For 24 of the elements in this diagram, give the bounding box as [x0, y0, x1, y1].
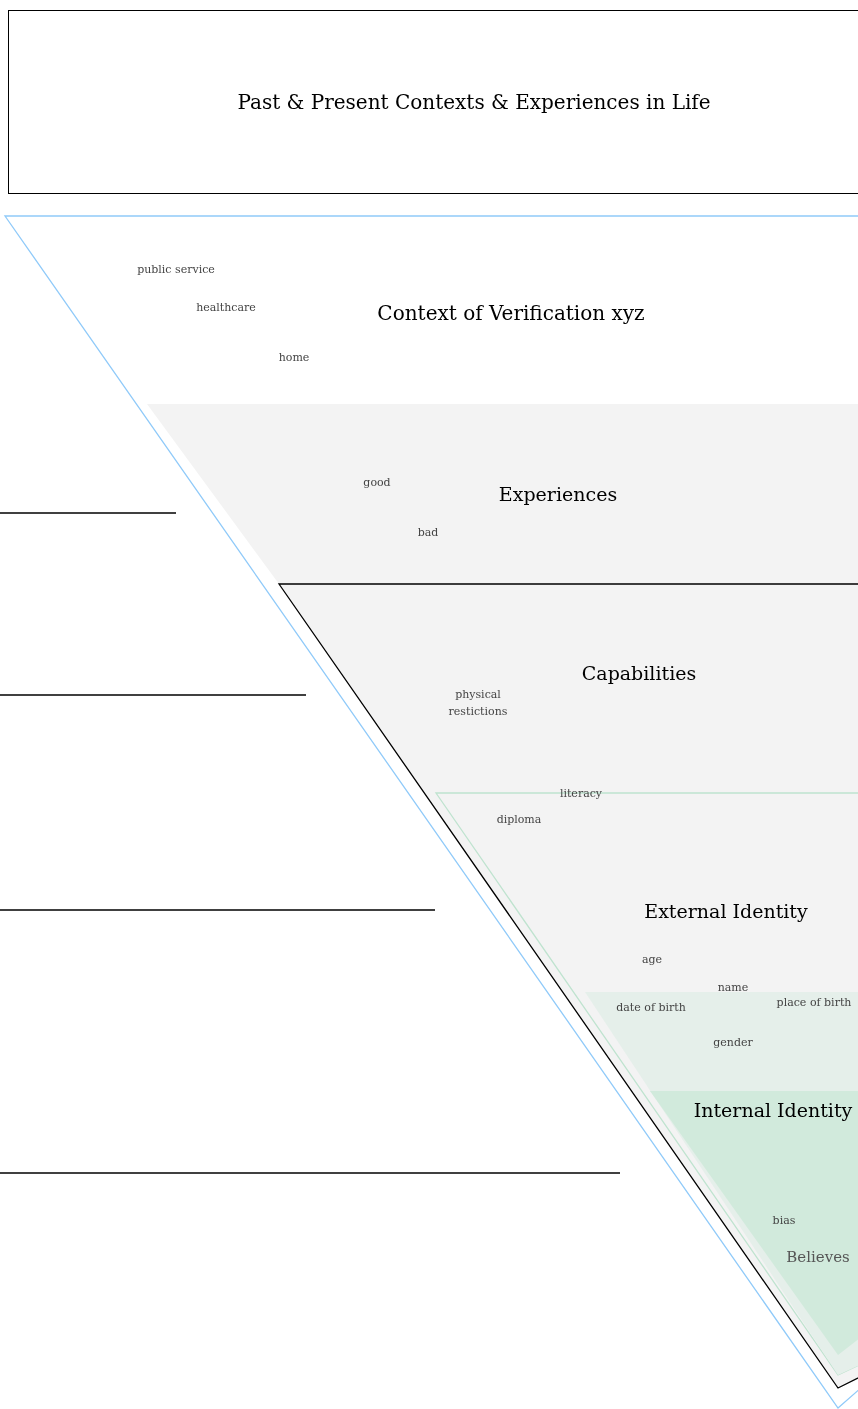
keyword-label: bias	[772, 1212, 796, 1229]
layer-title: Internal Identity	[693, 1097, 853, 1123]
layer-band	[147, 404, 858, 584]
heading-box	[8, 10, 858, 194]
keyword-label: healthcare	[196, 299, 256, 316]
keyword-label: literacy	[559, 785, 603, 802]
layer-title: Past & Present Contexts & Experiences in Life	[237, 89, 711, 116]
keyword-label: public service	[137, 261, 215, 278]
keyword-label: place of birth	[776, 994, 852, 1011]
layer-title: Context of Verification xyz	[377, 300, 645, 327]
keyword-label: good	[363, 474, 391, 491]
keyword-label: name	[717, 979, 749, 996]
keyword-label: gender	[713, 1034, 753, 1051]
keyword-label: home	[278, 349, 310, 366]
keyword-label: diploma	[496, 811, 542, 828]
keyword-label: age	[641, 951, 663, 968]
keyword-label: physical restictions	[447, 686, 509, 719]
layer-title: Capabilities	[581, 660, 697, 686]
layer-title: External Identity	[644, 898, 808, 924]
layer-triangle	[650, 1091, 858, 1358]
layer-title: Experiences	[498, 481, 618, 507]
keyword-label: date of birth	[616, 999, 686, 1016]
keyword-label: bad	[417, 524, 439, 541]
keyword-label: Believes	[786, 1246, 850, 1268]
